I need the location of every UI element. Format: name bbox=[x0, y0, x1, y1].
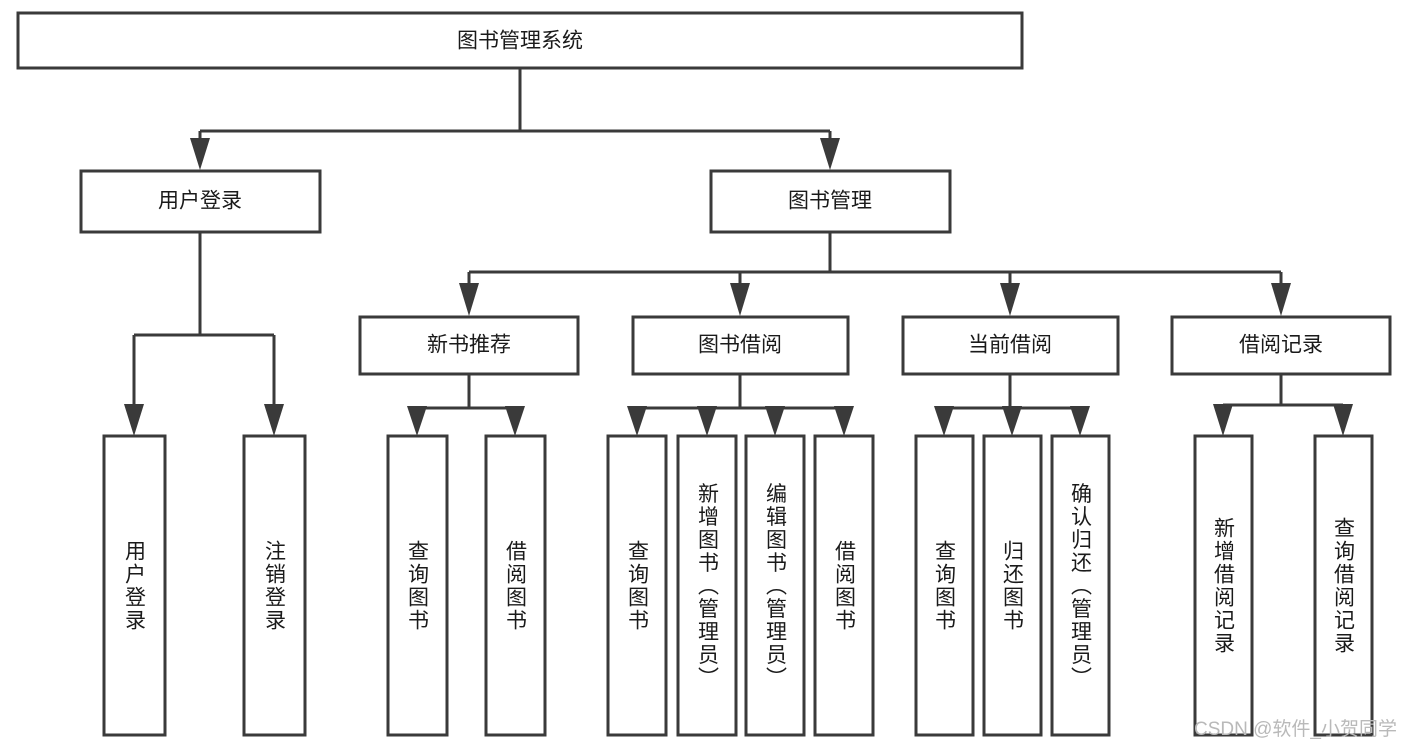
leaf-add-borrow-record[interactable]: 新增借阅记录 bbox=[1193, 434, 1254, 737]
arrow-to-leaf-query-book-nb bbox=[407, 406, 427, 436]
arrow-to-leaf-query-record bbox=[1333, 404, 1353, 436]
node-book-management[interactable]: 图书管理 bbox=[709, 169, 952, 234]
arrow-to-leaf-add-record bbox=[1213, 404, 1233, 436]
arrow-to-leaf-logout bbox=[264, 404, 284, 436]
connector-layer bbox=[124, 68, 1353, 436]
leaf-query-book-current-label: 查询图书 bbox=[933, 540, 957, 632]
arrow-to-leaf-return-book bbox=[1002, 406, 1022, 436]
leaf-return-book[interactable]: 归还图书 bbox=[982, 434, 1043, 737]
leaf-borrow-book-borrow-label: 借阅图书 bbox=[833, 540, 857, 632]
leaf-query-borrow-record-label: 查询借阅记录 bbox=[1332, 517, 1356, 655]
leaf-return-book-label: 归还图书 bbox=[1001, 540, 1025, 632]
node-current-borrow-label: 当前借阅 bbox=[968, 334, 1052, 357]
arrow-to-leaf-query-book-cb bbox=[934, 406, 954, 436]
node-root-label: 图书管理系统 bbox=[457, 30, 583, 53]
arrow-to-current-borrow bbox=[1000, 283, 1020, 316]
node-book-borrow[interactable]: 图书借阅 bbox=[631, 315, 850, 376]
leaf-query-book-borrow[interactable]: 查询图书 bbox=[606, 434, 668, 737]
leaf-user-login-label: 用户登录 bbox=[123, 540, 147, 632]
leaf-logout[interactable]: 注销登录 bbox=[242, 434, 307, 737]
arrow-to-user-login bbox=[190, 138, 210, 170]
leaf-query-book-newbooks[interactable]: 查询图书 bbox=[386, 434, 449, 737]
leaf-borrow-book-newbooks[interactable]: 借阅图书 bbox=[484, 434, 547, 737]
node-new-book-recommend[interactable]: 新书推荐 bbox=[358, 315, 580, 376]
leaf-borrow-book-newbooks-label: 借阅图书 bbox=[504, 540, 528, 632]
leaf-borrow-book-borrow[interactable]: 借阅图书 bbox=[813, 434, 875, 737]
leaf-logout-label: 注销登录 bbox=[263, 540, 287, 632]
leaf-query-book-current[interactable]: 查询图书 bbox=[914, 434, 975, 737]
node-borrow-records[interactable]: 借阅记录 bbox=[1170, 315, 1392, 376]
node-current-borrow[interactable]: 当前借阅 bbox=[901, 315, 1120, 376]
leaf-edit-book-admin[interactable]: 编辑图书（管理员） bbox=[744, 434, 806, 737]
arrow-to-leaf-borrow-book-nb bbox=[505, 406, 525, 436]
node-book-borrow-label: 图书借阅 bbox=[698, 334, 782, 357]
leaf-add-book-admin-label: 新增图书（管理员） bbox=[696, 483, 720, 690]
node-root-system[interactable]: 图书管理系统 bbox=[16, 11, 1024, 70]
node-borrow-records-label: 借阅记录 bbox=[1239, 334, 1323, 357]
leaf-edit-book-admin-label: 编辑图书（管理员） bbox=[764, 483, 788, 690]
arrow-to-leaf-add-book bbox=[697, 406, 717, 436]
arrow-to-book-borrow bbox=[730, 283, 750, 316]
leaf-add-book-admin[interactable]: 新增图书（管理员） bbox=[676, 434, 738, 737]
node-book-management-label: 图书管理 bbox=[788, 190, 872, 213]
arrow-to-leaf-query-book-bb bbox=[627, 406, 647, 436]
arrow-to-book-manage bbox=[820, 138, 840, 170]
node-user-login-label: 用户登录 bbox=[158, 190, 242, 213]
leaf-query-book-newbooks-label: 查询图书 bbox=[406, 540, 430, 632]
arrow-to-new-books bbox=[459, 283, 479, 316]
leaf-query-borrow-record[interactable]: 查询借阅记录 bbox=[1313, 434, 1374, 737]
arrow-to-leaf-confirm-return bbox=[1070, 406, 1090, 436]
arrow-to-leaf-borrow-book-bb bbox=[834, 406, 854, 436]
arrow-to-borrow-records bbox=[1271, 283, 1291, 316]
node-new-book-recommend-label: 新书推荐 bbox=[427, 334, 511, 357]
leaf-add-borrow-record-label: 新增借阅记录 bbox=[1212, 517, 1236, 655]
node-user-login[interactable]: 用户登录 bbox=[79, 169, 322, 234]
arrow-to-leaf-edit-book bbox=[765, 406, 785, 436]
arrow-to-leaf-user-login bbox=[124, 404, 144, 436]
leaf-query-book-borrow-label: 查询图书 bbox=[626, 540, 650, 632]
leaf-user-login[interactable]: 用户登录 bbox=[102, 434, 167, 737]
leaf-confirm-return-admin-label: 确认归还（管理员） bbox=[1069, 483, 1093, 690]
leaf-confirm-return-admin[interactable]: 确认归还（管理员） bbox=[1050, 434, 1111, 737]
